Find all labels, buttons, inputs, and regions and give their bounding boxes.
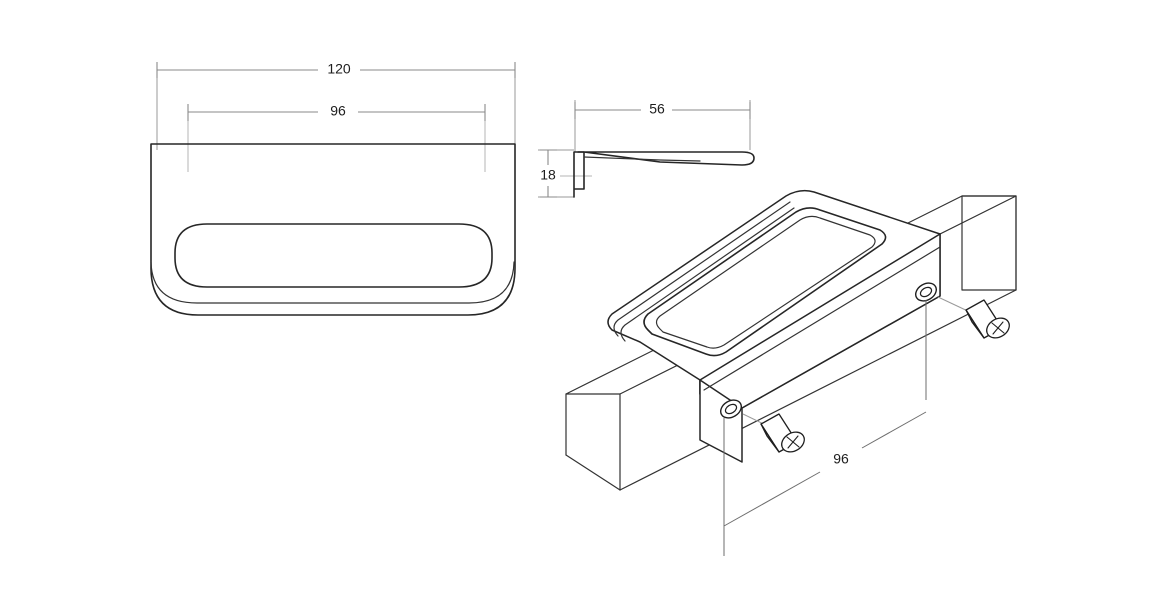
side-profile-inner-edge: [583, 156, 701, 162]
front-recess-slot: [174, 223, 493, 288]
side-profile-view: 56 18: [538, 100, 755, 198]
dim-56-text: 56: [649, 101, 665, 117]
front-view: 120 96: [150, 61, 516, 316]
dim-120-text: 120: [327, 61, 351, 77]
dim-96-front-text: 96: [330, 103, 346, 119]
panel-front-bottom-edge: [619, 289, 1017, 491]
handle-left-thickness-edge-2: [620, 207, 795, 342]
dim-96-iso-line-right: [861, 411, 927, 449]
side-profile-tail: [577, 151, 755, 166]
front-outer-outline: [150, 143, 516, 316]
isometric-assembly-view: 96: [565, 189, 1017, 556]
handle-recess-inner-floor: [655, 215, 876, 349]
front-body-thickness-edge: [150, 261, 515, 304]
screw-upper-tip: [965, 309, 985, 339]
screw-lower-tip: [760, 423, 780, 453]
dim-96-iso-line-left: [723, 471, 821, 527]
dim-96-iso-text: 96: [833, 451, 849, 467]
dim-18-text: 18: [540, 167, 556, 183]
panel-left-bottom-edge: [565, 454, 621, 491]
countersunk-screw-upper: [937, 296, 1010, 339]
screw-upper-phillips-cross: [991, 321, 1005, 335]
countersunk-screw-lower: [742, 413, 805, 453]
side-profile-leg: [573, 151, 585, 198]
handle-hook-leg: [699, 379, 743, 463]
hole-lower-inner: [724, 403, 738, 415]
mounting-hole-lower: [720, 399, 742, 419]
handle-front-face-top-edge: [703, 246, 941, 391]
handle-recess-outer-rim: [643, 207, 887, 357]
mounting-hole-upper: [915, 282, 937, 302]
hole-upper-inner: [919, 286, 933, 298]
screw-lower-phillips-cross: [786, 435, 800, 449]
handle-left-thickness-edge-1: [613, 201, 791, 337]
